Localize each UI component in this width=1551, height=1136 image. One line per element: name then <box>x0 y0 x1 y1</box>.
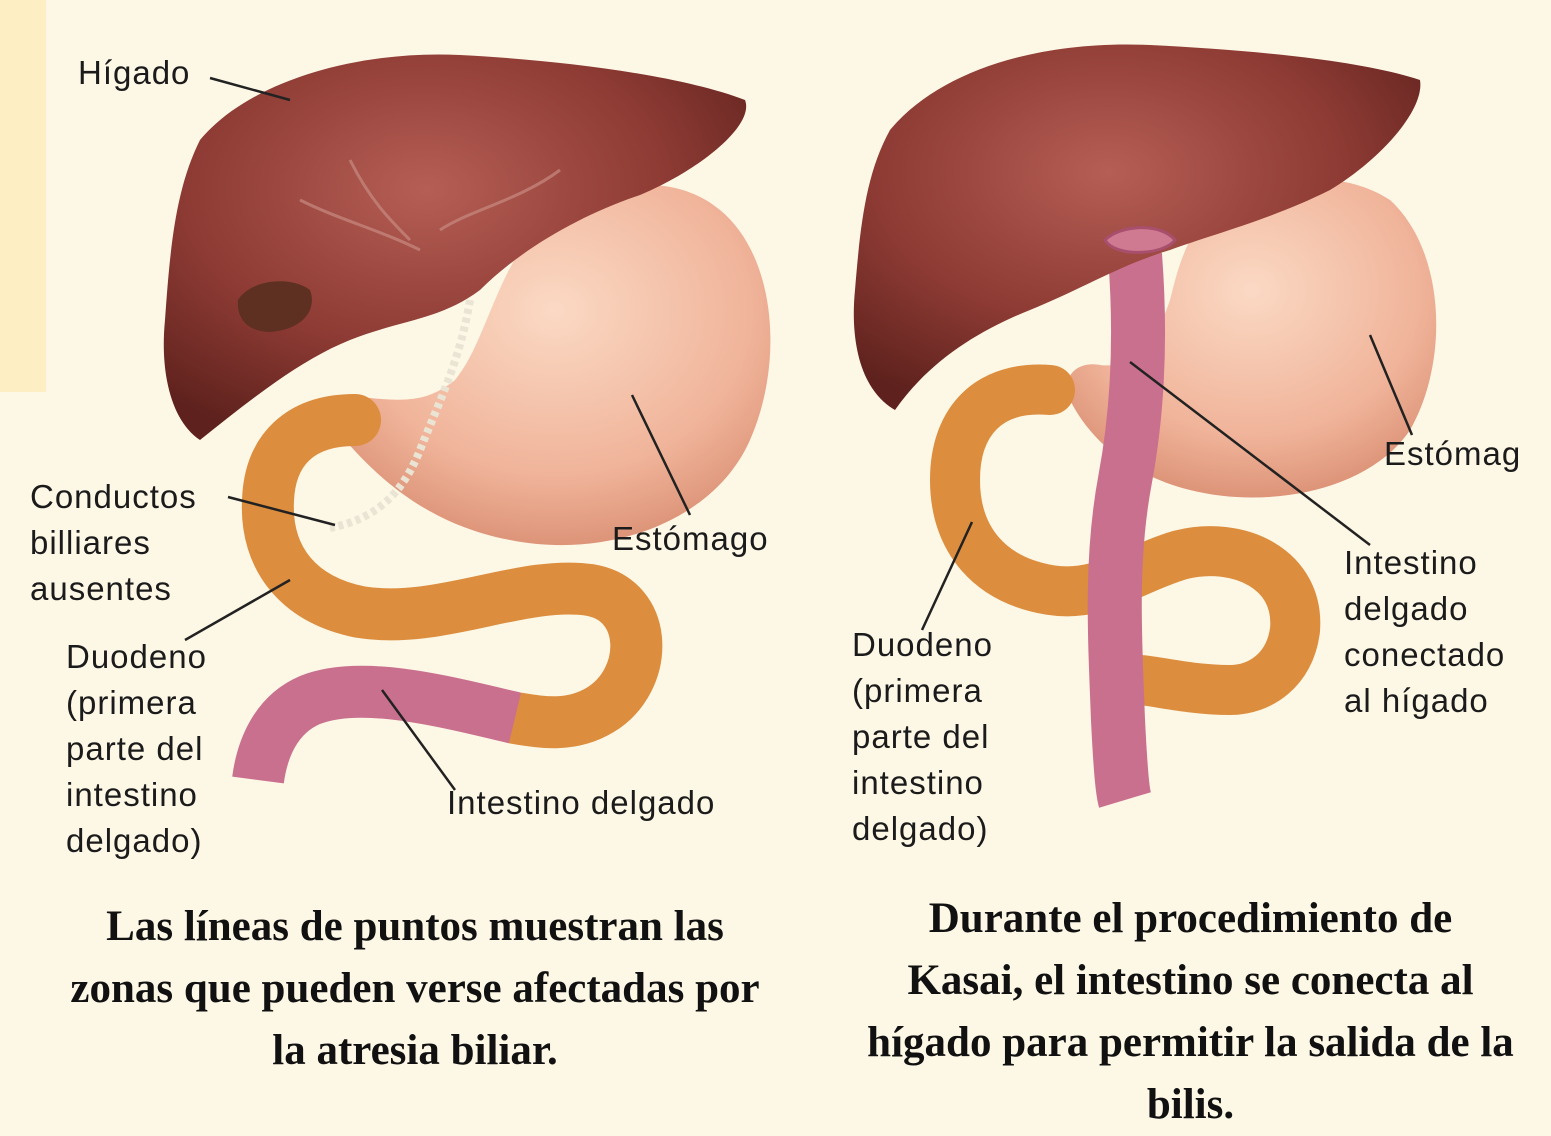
right-roux-limb-shape <box>1115 255 1138 800</box>
left-caption: Las líneas de puntos muestran las zonas … <box>0 896 830 1082</box>
leader-left-duodenum <box>185 580 290 640</box>
left-jejunum-shape <box>258 692 515 780</box>
label-right-duodenum: Duodeno (primera parte del intestino del… <box>852 622 993 852</box>
label-liver: Hígado <box>78 50 190 96</box>
right-caption: Durante el procedimiento de Kasai, el in… <box>830 888 1551 1136</box>
left-illustration <box>164 54 771 780</box>
label-left-stomach: Estómago <box>612 516 769 562</box>
label-left-duodenum: Duodeno (primera parte del intestino del… <box>66 634 207 864</box>
label-right-stomach: Estómag <box>1384 431 1521 477</box>
label-intestine-connected: Intestino delgado conectado al hígado <box>1344 540 1505 724</box>
label-left-intestine: Intestino delgado <box>447 780 715 826</box>
label-bile-ducts: Conductos billiares ausentes <box>30 474 197 612</box>
